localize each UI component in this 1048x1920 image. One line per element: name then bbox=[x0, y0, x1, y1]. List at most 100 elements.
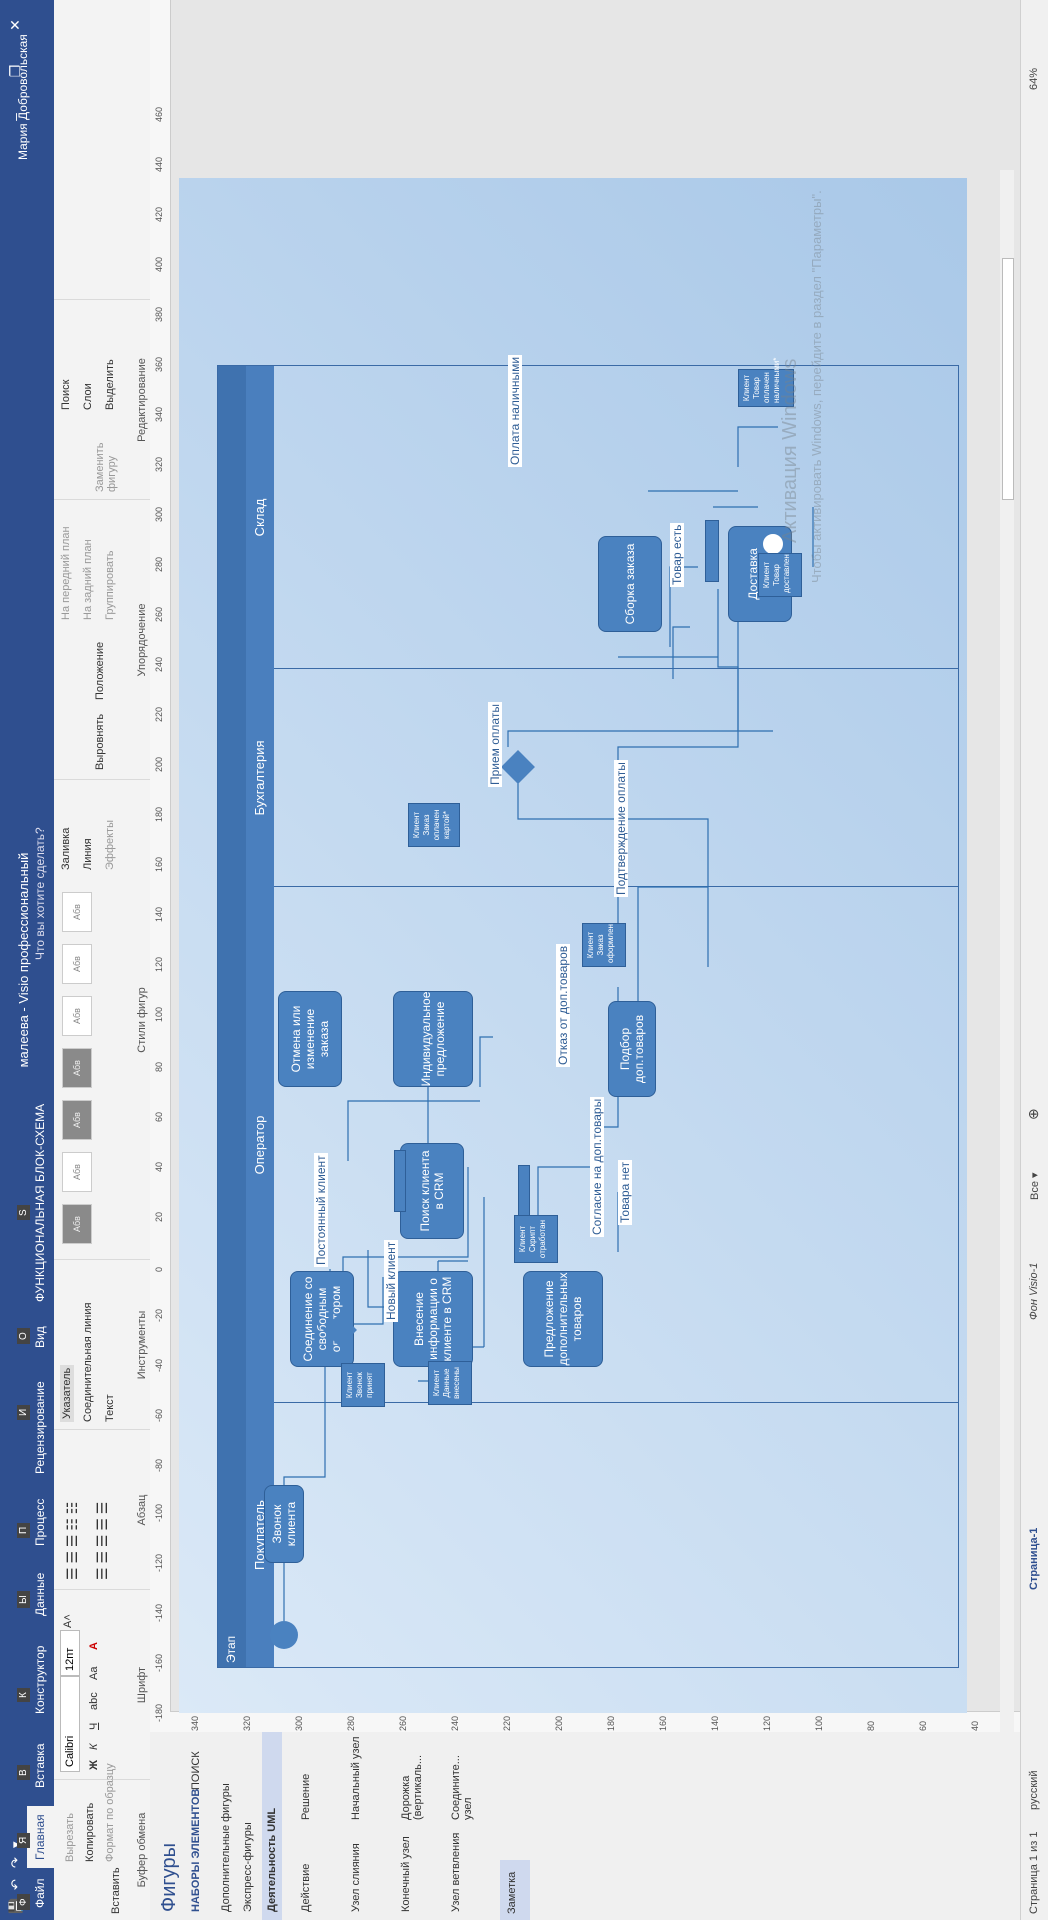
select-button[interactable]: Выделить bbox=[104, 359, 116, 410]
shape-item[interactable]: Дорожка (вертикаль... bbox=[400, 1754, 424, 1820]
copy-button[interactable]: Копировать bbox=[84, 1802, 96, 1862]
note-script-done[interactable]: Клиент Скрипт отработан bbox=[514, 1215, 558, 1263]
ruler-tick: 320 bbox=[154, 456, 164, 472]
shape-item[interactable]: Узел ветвления bbox=[450, 1832, 462, 1912]
activity-call[interactable]: Звонок клиента bbox=[264, 1485, 304, 1563]
page-tab-1[interactable]: Страница-1 bbox=[1028, 1527, 1040, 1590]
grow-font-button[interactable]: A˄ bbox=[62, 1614, 74, 1628]
effects-button[interactable]: Эффекты bbox=[104, 819, 116, 870]
send-back-button[interactable]: На задний план bbox=[82, 539, 94, 620]
activity-personal-offer[interactable]: Индивидуальное предложение bbox=[393, 991, 473, 1087]
cut-button[interactable]: Вырезать bbox=[64, 1813, 76, 1862]
more-shapes-item[interactable]: Дополнительные фигуры bbox=[220, 1783, 232, 1912]
note-call-accepted[interactable]: Клиент Звонок принят bbox=[341, 1363, 385, 1407]
keytip: П bbox=[17, 1522, 30, 1538]
horizontal-scrollbar[interactable] bbox=[1000, 170, 1014, 1750]
page-tab-background[interactable]: Фон Visio-1 bbox=[1028, 1262, 1040, 1320]
tab-search[interactable]: ПОИСК bbox=[190, 1751, 202, 1790]
shape-item[interactable]: Решение bbox=[300, 1773, 312, 1820]
activity-offer[interactable]: Предложение дополнительных товаров bbox=[523, 1271, 603, 1367]
activity-assemble[interactable]: Сборка заказа bbox=[598, 536, 662, 632]
italic-button[interactable]: К bbox=[88, 1743, 100, 1750]
language-indicator[interactable]: русский bbox=[1028, 1770, 1040, 1810]
join-bar-warehouse[interactable] bbox=[705, 520, 719, 582]
add-page-icon[interactable]: ⊕ bbox=[1025, 1108, 1041, 1120]
activity-enter-crm[interactable]: Внесение информации о клиенте в CRM bbox=[393, 1271, 473, 1367]
stencil-uml-activity[interactable]: Деятельность UML bbox=[262, 1732, 282, 1920]
underline-button[interactable]: Ч bbox=[88, 1722, 100, 1730]
font-color-button[interactable]: A bbox=[88, 1642, 100, 1650]
layers-button[interactable]: Слои bbox=[82, 383, 94, 410]
ribbon-tabs: Файл Главная Вставка Конструктор Данные … bbox=[17, 0, 54, 1920]
tab-stencils[interactable]: НАБОРЫ ЭЛЕМЕНТОВ bbox=[190, 1788, 202, 1912]
tab-cross-functional[interactable]: ФУНКЦИОНАЛЬНАЯ БЛОК-СХЕМА bbox=[33, 1103, 47, 1302]
ruler-tick: 300 bbox=[294, 1715, 304, 1731]
quick-shapes-item[interactable]: Экспресс-фигуры bbox=[242, 1822, 254, 1912]
strikethrough-button[interactable]: abc bbox=[88, 1692, 100, 1710]
tab-insert[interactable]: Вставка bbox=[33, 1743, 47, 1788]
bold-button[interactable]: Ж bbox=[88, 1760, 100, 1770]
tab-home[interactable]: Главная bbox=[27, 1806, 54, 1868]
style-swatch[interactable]: Абв bbox=[62, 1100, 92, 1140]
tab-review[interactable]: Рецензирование bbox=[33, 1381, 47, 1474]
style-swatch[interactable]: Абв bbox=[62, 1048, 92, 1088]
pointer-tool[interactable]: Указатель bbox=[60, 1364, 74, 1422]
connector-tool[interactable]: Соединительная линия bbox=[82, 1302, 94, 1422]
tab-design[interactable]: Конструктор bbox=[33, 1645, 47, 1714]
note-data-entered[interactable]: Клиент Данные внесены bbox=[428, 1361, 472, 1405]
tab-view[interactable]: Вид bbox=[33, 1326, 47, 1348]
style-swatch[interactable]: Абв bbox=[62, 1152, 92, 1192]
font-name-select[interactable]: Calibri bbox=[60, 1676, 80, 1772]
fork-bar[interactable] bbox=[394, 1150, 406, 1212]
note-delivered[interactable]: Клиент Товар доставлен bbox=[758, 553, 802, 597]
style-swatch[interactable]: Абв bbox=[62, 1204, 92, 1244]
fill-button[interactable]: Заливка bbox=[60, 827, 72, 870]
swimlane-pool[interactable]: Этап Покупатель Оператор Бухгалтерия Скл… bbox=[217, 354, 959, 1668]
position-button[interactable]: Положение bbox=[94, 641, 106, 700]
tab-file[interactable]: Файл bbox=[33, 1878, 47, 1908]
activity-search-crm[interactable]: Поиск клиента в CRM bbox=[400, 1143, 464, 1239]
align-center-icon[interactable]: ☰ ☰ ☰ ☰ ☰ bbox=[94, 1501, 110, 1580]
shape-item[interactable]: Конечный узел bbox=[400, 1836, 412, 1912]
ruler-tick: 340 bbox=[190, 1715, 200, 1731]
drawing-page[interactable]: Этап Покупатель Оператор Бухгалтерия Скл… bbox=[179, 178, 967, 1713]
change-case-button[interactable]: Aa bbox=[88, 1666, 100, 1680]
ruler-tick: -180 bbox=[154, 1703, 164, 1722]
style-swatch[interactable]: Абв bbox=[62, 996, 92, 1036]
shape-item[interactable]: Начальный узел bbox=[350, 1736, 362, 1820]
redo-icon[interactable]: ↷ bbox=[8, 1857, 23, 1868]
shape-item[interactable]: Соедините... узел bbox=[450, 1755, 474, 1820]
find-button[interactable]: Поиск bbox=[60, 379, 72, 410]
font-size-select[interactable]: 12пт bbox=[60, 1630, 80, 1676]
line-button[interactable]: Линия bbox=[82, 838, 94, 870]
tab-process[interactable]: Процесс bbox=[33, 1498, 47, 1546]
group-button[interactable]: Группировать bbox=[104, 550, 116, 621]
shape-item[interactable]: Узел слияния bbox=[350, 1843, 362, 1912]
note-order-placed[interactable]: Клиент Заказ оформлен bbox=[582, 923, 626, 967]
style-swatch[interactable]: Абв bbox=[62, 892, 92, 932]
keytip: О bbox=[17, 1328, 30, 1344]
activity-cancel-change[interactable]: Отмена или изменение заказа bbox=[278, 991, 342, 1087]
scroll-thumb[interactable] bbox=[1002, 258, 1014, 500]
activity-pick-goods[interactable]: Подбор доп.товаров bbox=[608, 1001, 656, 1097]
shape-item-note[interactable]: Заметка bbox=[500, 1860, 530, 1920]
style-swatch[interactable]: Абв bbox=[62, 944, 92, 984]
change-shape-button[interactable]: Заменить фигуру bbox=[94, 442, 118, 492]
shape-item[interactable]: Действие bbox=[300, 1863, 312, 1912]
align-left-icon[interactable]: ☰ ☰ ☰ ☷ ☷ bbox=[64, 1501, 80, 1580]
keytip: В bbox=[17, 1765, 30, 1780]
tell-me-box[interactable]: Что вы хотите сделать? bbox=[33, 827, 47, 960]
tab-data[interactable]: Данные bbox=[33, 1572, 47, 1616]
align-button[interactable]: Выровнять bbox=[94, 713, 106, 770]
note-paid-card[interactable]: Клиент Заказ оплачен картой* bbox=[408, 803, 460, 847]
zoom-level[interactable]: 64% bbox=[1028, 67, 1040, 90]
page-all-dropdown[interactable]: Все ▾ bbox=[1029, 1172, 1041, 1200]
text-tool[interactable]: Текст bbox=[104, 1394, 116, 1422]
bring-front-button[interactable]: На передний план bbox=[60, 526, 72, 620]
initial-node[interactable] bbox=[270, 1621, 298, 1649]
page-counter[interactable]: Страница 1 из 1 bbox=[1028, 1831, 1040, 1914]
undo-icon[interactable]: ↶ bbox=[8, 1879, 23, 1890]
paste-button[interactable]: Вставить bbox=[110, 1867, 122, 1914]
